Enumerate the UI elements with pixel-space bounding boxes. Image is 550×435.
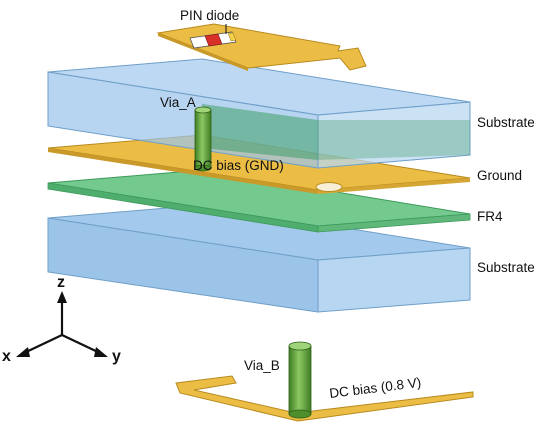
bottom-substrate-layer (47, 204, 471, 313)
pin-diode (189, 31, 237, 49)
axis-label-x: x (2, 348, 11, 365)
layer-label-ground: Ground (477, 168, 522, 183)
top-substrate-layer (47, 58, 471, 169)
layer-label-substrate-top: Substrate (477, 115, 535, 130)
layer-label-substrate-bottom: Substrate (477, 260, 535, 275)
fr4-layer (47, 169, 471, 233)
bottom-trace (175, 375, 474, 422)
axis-label-y: y (112, 348, 121, 365)
pin-diode-label: PIN diode (180, 8, 239, 23)
ground-clearance-hole (315, 182, 343, 192)
via-a-label: Via_A (160, 95, 196, 110)
via-b (288, 341, 312, 419)
via-a (194, 106, 212, 172)
axis-label-z: z (57, 274, 65, 291)
via-b-label: Via_B (244, 358, 280, 373)
layer-label-fr4: FR4 (477, 209, 503, 224)
fr4-through-substrate (202, 104, 470, 160)
dc-bias-gnd-label: DC bias (GND) (193, 158, 284, 173)
dc-bias-08v-label: DC bias (0.8 V) (329, 375, 422, 401)
coordinate-axes (16, 291, 108, 357)
